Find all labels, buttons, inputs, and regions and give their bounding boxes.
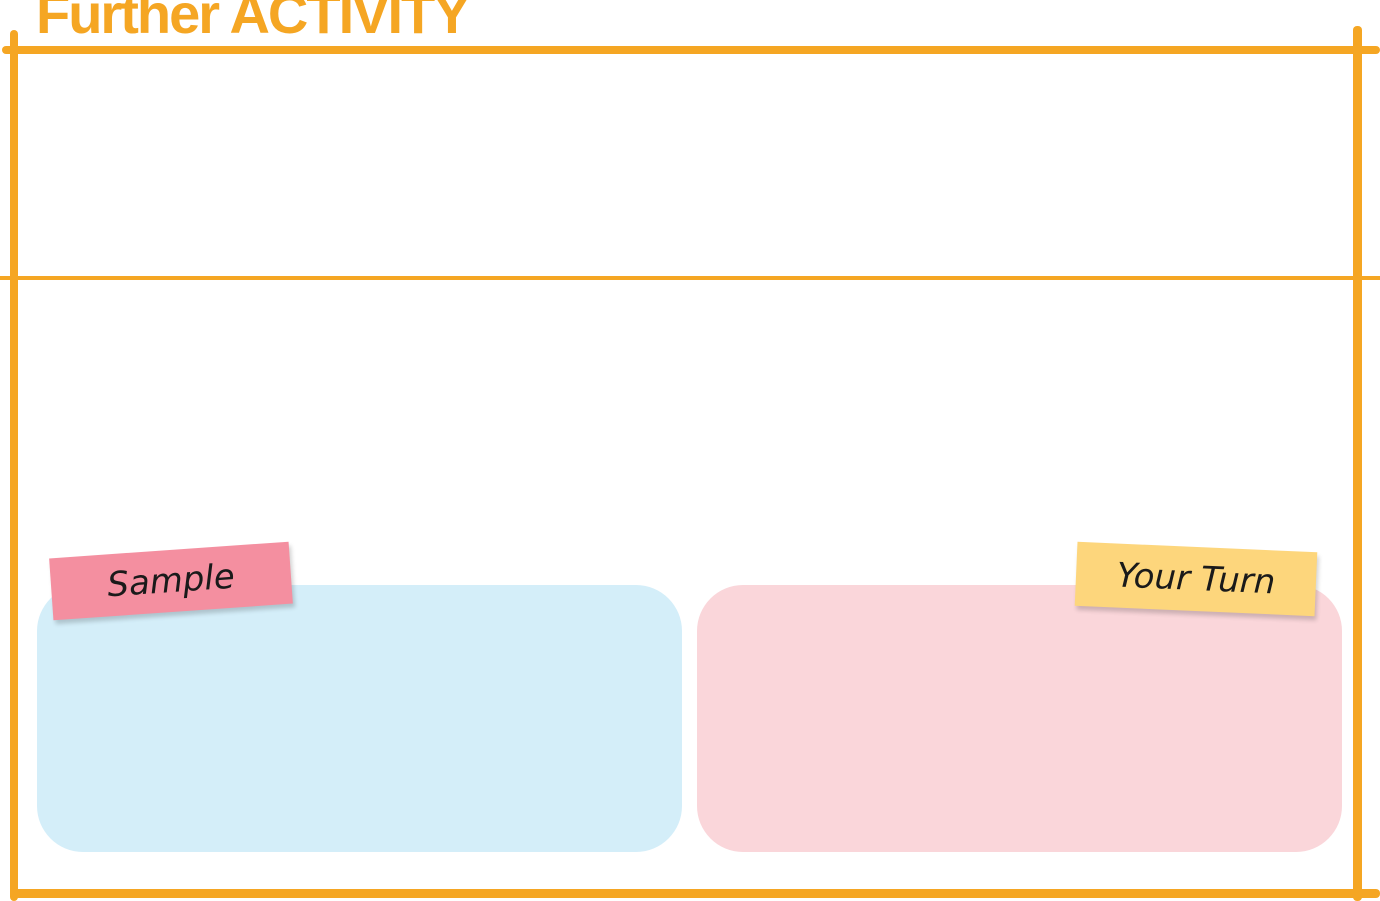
middle-divider-line (0, 276, 1380, 280)
bottom-border-line (14, 889, 1380, 898)
your-turn-tag: Your Turn (1074, 541, 1318, 617)
your-turn-panel[interactable] (697, 585, 1342, 852)
page-title: Further ACTIVITY (36, 0, 471, 45)
left-border-line (10, 30, 18, 901)
sample-panel[interactable] (37, 585, 682, 852)
right-border-line (1353, 26, 1362, 901)
top-border-line (2, 46, 1380, 54)
